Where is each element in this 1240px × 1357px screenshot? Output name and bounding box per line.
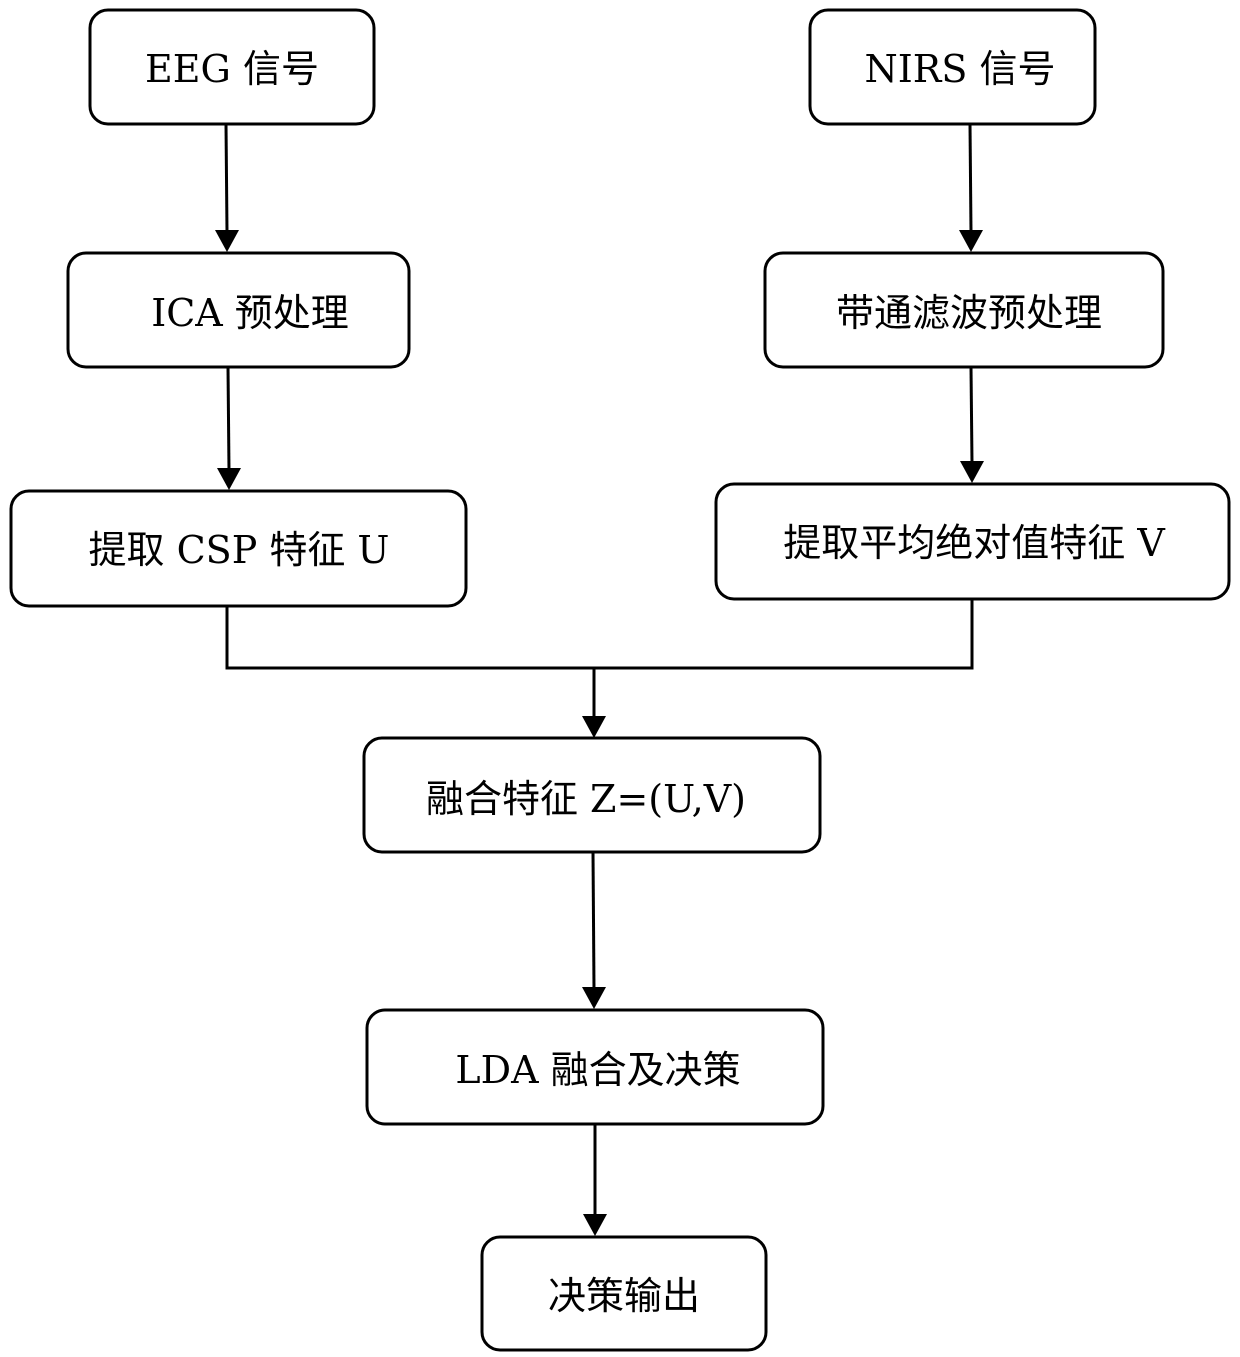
arrow-eeg-to-ica <box>226 124 227 232</box>
arrow-ica-to-csp <box>228 367 229 470</box>
node-nirs-signal: NIRS 信号 <box>810 10 1095 124</box>
arrow-nirs-to-bandpass <box>970 124 971 232</box>
node-decision-output-label: 决策输出 <box>548 1274 700 1318</box>
node-eeg-signal: EEG 信号 <box>90 10 374 124</box>
arrow-fused-to-lda <box>593 852 594 989</box>
merge-line <box>227 599 972 668</box>
node-decision-output: 决策输出 <box>482 1237 766 1350</box>
node-fused-feature-label: 融合特征 Z=(U,V) <box>426 777 746 821</box>
node-extract-csp-label: 提取 CSP 特征 U <box>89 528 390 572</box>
node-ica-preprocess-label: ICA 预处理 <box>151 291 349 335</box>
arrowhead-lda-to-output <box>583 1214 607 1236</box>
node-lda-fusion: LDA 融合及决策 <box>367 1010 823 1124</box>
arrowhead-nirs-to-bandpass <box>959 230 983 252</box>
node-nirs-signal-label: NIRS 信号 <box>865 47 1056 91</box>
arrowhead-fused-to-lda <box>582 987 606 1009</box>
node-extract-mav-label: 提取平均绝对值特征 V <box>783 521 1165 565</box>
node-fused-feature: 融合特征 Z=(U,V) <box>364 738 820 852</box>
node-extract-mav: 提取平均绝对值特征 V <box>716 484 1229 599</box>
node-lda-fusion-label: LDA 融合及决策 <box>455 1048 740 1092</box>
arrowhead-ica-to-csp <box>217 468 241 490</box>
node-eeg-signal-label: EEG 信号 <box>145 47 319 91</box>
arrowhead-bandpass-to-mav <box>960 461 984 483</box>
node-extract-csp: 提取 CSP 特征 U <box>11 491 466 606</box>
arrowhead-eeg-to-ica <box>215 230 239 252</box>
arrow-bandpass-to-mav <box>971 367 972 463</box>
node-ica-preprocess: ICA 预处理 <box>68 253 409 367</box>
node-bandpass-preprocess-label: 带通滤波预处理 <box>836 291 1102 335</box>
arrowhead-merge-to-fused <box>582 716 606 738</box>
node-bandpass-preprocess: 带通滤波预处理 <box>765 253 1163 367</box>
